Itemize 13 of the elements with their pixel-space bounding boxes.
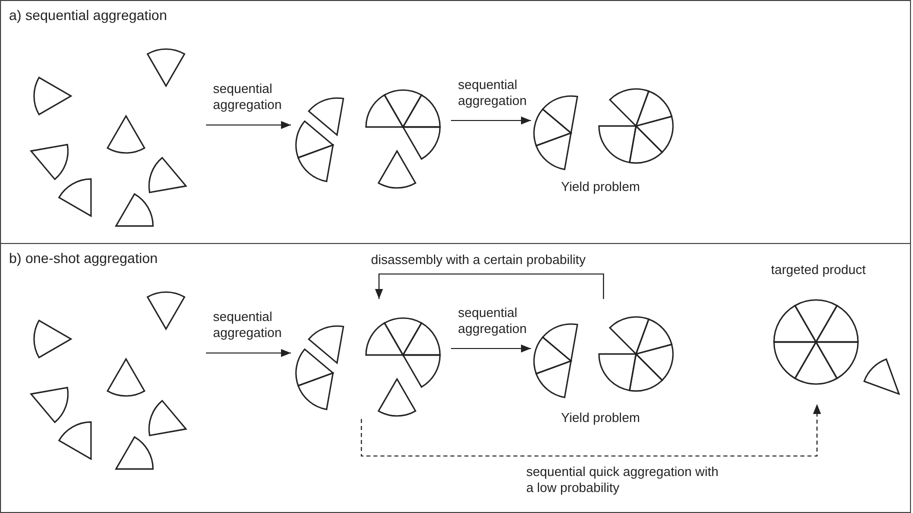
arrow [451, 344, 531, 352]
arrow [206, 121, 291, 129]
arrow [360, 404, 821, 457]
arrow [375, 273, 604, 299]
arrow [206, 349, 291, 357]
panel-heading: a) sequential aggregation [9, 7, 168, 23]
node-label: Yield problem [561, 410, 640, 425]
panel [0, 0, 911, 244]
arrow [451, 116, 531, 124]
panel-heading: b) one-shot aggregation [9, 250, 158, 266]
node-label: Yield problem [561, 179, 640, 194]
panel [0, 243, 911, 513]
node-label: targeted product [771, 262, 866, 277]
